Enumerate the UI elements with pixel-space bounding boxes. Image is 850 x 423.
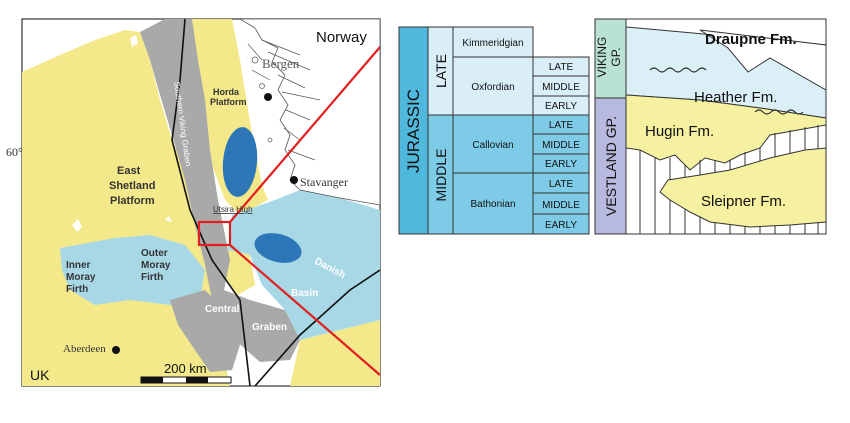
study-area-box [197,220,232,247]
aberdeen-dot [112,346,120,354]
uk-label: UK [30,367,50,383]
aberdeen-label: Aberdeen [63,343,106,355]
stavanger-dot [290,176,298,184]
bergen-dot [264,93,272,101]
danish-basin-label-2: Basin [291,288,318,299]
oil-field-north [222,127,258,197]
bergen-label: Bergen [262,56,300,71]
island [259,83,265,89]
oil-field-south [254,233,302,263]
fault-line-east [254,269,380,386]
scale-bar-label: 200 km [164,361,207,376]
fjord-lines [247,39,321,161]
outer-moray-label-1: Outer [141,248,168,259]
stavanger-label: Stavanger [300,175,348,189]
horda-platform-label-2: Platform [210,97,247,107]
utsira-high-label: Utsira High [213,205,253,214]
inner-moray-label-1: Inner [66,260,91,271]
southern-platform-area [290,320,380,386]
inner-moray-label-3: Firth [66,284,88,295]
locator-line-upper [229,46,380,223]
danish-basin-area [228,190,380,340]
central-graben-branch [170,290,240,372]
fault-line-north [171,19,251,386]
outer-moray-label-2: Moray [141,260,171,271]
island [130,35,138,47]
viking-graben [140,19,300,362]
latitude-label: 60° [6,145,23,159]
east-shetland-label-3: Platform [110,195,155,207]
outer-moray-label-3: Firth [141,272,163,283]
central-graben-label-2: Graben [252,322,287,333]
island [251,56,259,64]
island [165,216,172,222]
island [267,137,273,143]
horda-platform-label-1: Horda [213,87,240,97]
scale-bar: 200 km [140,361,232,384]
central-graben-label-1: Central [205,304,240,315]
east-shetland-label-2: Shetland [109,180,155,192]
locator-line-lower [229,244,380,376]
island [72,219,82,232]
norway-land [239,19,380,206]
norway-label: Norway [316,29,367,46]
moray-firth-basin [60,235,205,305]
east-shetland-label-1: East [117,165,141,177]
inner-moray-label-2: Moray [66,272,96,283]
